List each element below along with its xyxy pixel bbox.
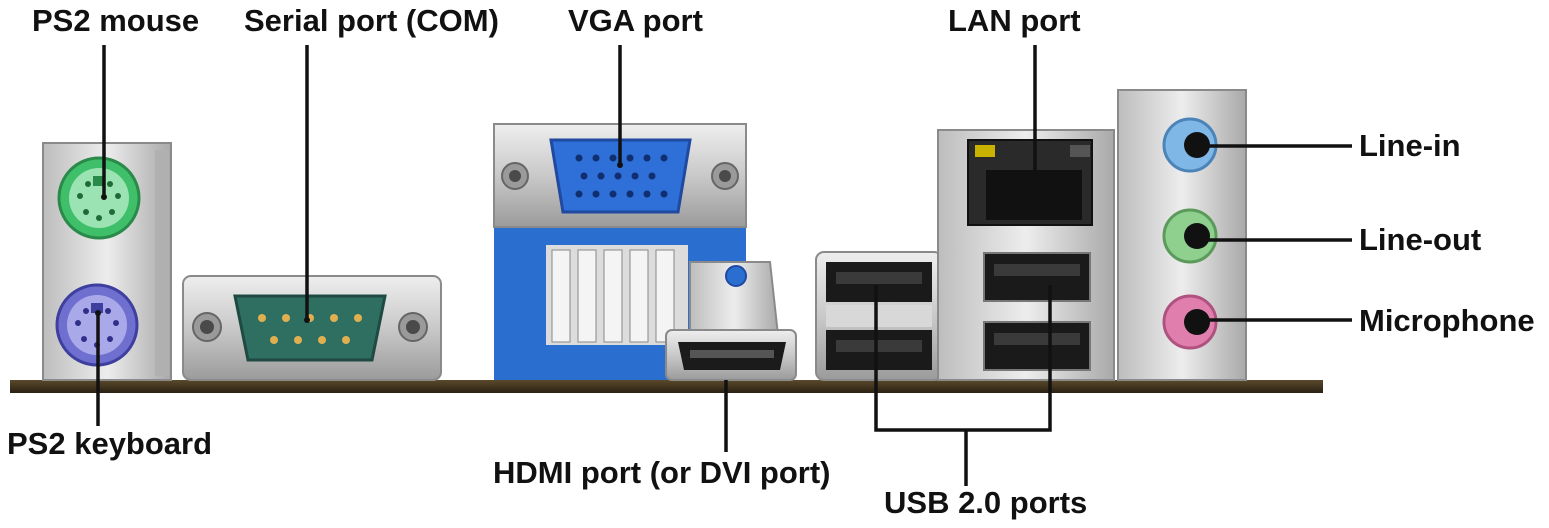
- label-ps2-mouse: PS2 mouse: [32, 3, 200, 38]
- label-line-out: Line-out: [1359, 222, 1482, 257]
- label-microphone: Microphone: [1359, 303, 1535, 338]
- ps2-connector-stack: [42, 142, 172, 381]
- label-line-in: Line-in: [1359, 128, 1461, 163]
- label-hdmi-port: HDMI port (or DVI port): [493, 455, 831, 490]
- hdmi-connector: [665, 261, 797, 381]
- pcb-board: [10, 380, 1323, 393]
- lan-usb-stack: [937, 129, 1115, 381]
- label-ps2-keyboard: PS2 keyboard: [7, 426, 213, 461]
- serial-connector: [182, 275, 442, 381]
- leader-lines: [96, 45, 1352, 486]
- label-usb-ports: USB 2.0 ports: [884, 485, 1088, 520]
- usb-stack-left: [815, 251, 943, 381]
- leader-usb-ports: [874, 285, 1052, 486]
- label-lan-port: LAN port: [948, 3, 1081, 38]
- label-vga-port: VGA port: [568, 3, 703, 38]
- audio-jack-stack: [1117, 89, 1247, 381]
- label-serial-port: Serial port (COM): [244, 3, 499, 38]
